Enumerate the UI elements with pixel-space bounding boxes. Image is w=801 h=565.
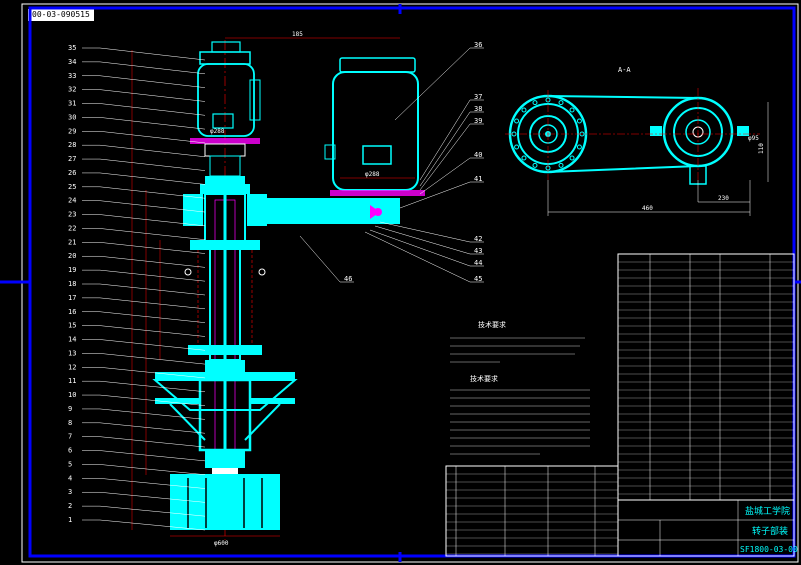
part-number-left: 26: [68, 169, 76, 177]
part-number-left: 31: [68, 100, 76, 108]
drawing-code: SF1800-03-00: [740, 545, 798, 554]
parts-list-right: [617, 253, 795, 501]
part-number-left: 32: [68, 86, 76, 94]
pulley-gap-dim: 230: [718, 195, 729, 202]
part-number-left: 8: [68, 419, 72, 427]
part-number-left: 9: [68, 405, 72, 413]
part-number-left: 35: [68, 44, 76, 52]
part-number-right: 41: [474, 175, 482, 183]
part-number-left: 12: [68, 363, 76, 371]
part-number-right: 38: [474, 105, 482, 113]
part-number-left: 20: [68, 252, 76, 260]
main-assembly: φ288 φ600: [68, 31, 400, 547]
part-number-left: 10: [68, 391, 76, 399]
part-number-left: 3: [68, 488, 72, 496]
tech-requirements-title: 技术要求: [478, 320, 506, 329]
part-number-left: 33: [68, 72, 76, 80]
motor-label-left: φ288: [210, 128, 225, 135]
part-number-right: 42: [474, 235, 482, 243]
part-number-left: 2: [68, 502, 72, 510]
small-pulley-dim: φ95: [748, 135, 759, 142]
part-number-left: 18: [68, 280, 76, 288]
belt-span-dim: 460: [642, 205, 653, 212]
part-number-right: 46: [344, 275, 352, 283]
header-tag: 00-03-090515: [28, 9, 94, 21]
tech-notes: 技术要求 技术要求: [450, 320, 590, 455]
inner-frame: [28, 6, 796, 558]
part-number-right: 43: [474, 247, 482, 255]
part-number-left: 5: [68, 460, 72, 468]
part-number-left: 27: [68, 155, 76, 163]
motor-dim: φ288: [365, 171, 380, 178]
top-dim: 185: [292, 31, 303, 38]
part-number-left: 29: [68, 127, 76, 135]
part-number-left: 19: [68, 266, 76, 274]
part-number-left: 28: [68, 141, 76, 149]
outer-border: [21, 3, 799, 563]
base-dim: φ600: [214, 540, 229, 547]
part-number-left: 14: [68, 336, 76, 344]
part-number-left: 24: [68, 197, 76, 205]
part-number-left: 11: [68, 377, 76, 385]
part-number-left: 17: [68, 294, 76, 302]
part-number-left: 16: [68, 308, 76, 316]
part-number-left: 1: [68, 516, 72, 524]
part-number-right: 40: [474, 151, 482, 159]
part-number-left: 30: [68, 113, 76, 121]
part-number-left: 6: [68, 447, 72, 455]
company-name: 盐城工学院: [745, 505, 790, 517]
install-notes-title: 技术要求: [470, 374, 498, 383]
part-number-left: 4: [68, 474, 72, 482]
part-number-right: 44: [474, 259, 482, 267]
part-number-left: 22: [68, 224, 76, 232]
part-number-left: 34: [68, 58, 76, 66]
part-number-right: 45: [474, 275, 482, 283]
part-number-left: 15: [68, 322, 76, 330]
parts-list-bottom: [445, 465, 619, 557]
part-number-right: 36: [474, 41, 482, 49]
part-number-left: 13: [68, 349, 76, 357]
title-block: 盐城工学院 转子部装 SF1800-03-00: [617, 499, 798, 557]
part-number-left: 21: [68, 238, 76, 246]
section-label: A-A: [618, 66, 631, 74]
belt-height-dim: 110: [758, 143, 765, 154]
support-arm: [253, 198, 400, 224]
part-number-right: 37: [474, 93, 482, 101]
drawing-name: 转子部装: [752, 525, 788, 537]
section-aa: A-A 460 230 110 φ95: [505, 66, 769, 216]
drive-motor: φ288: [324, 57, 425, 196]
part-number-left: 25: [68, 183, 76, 191]
part-number-left: 23: [68, 211, 76, 219]
part-number-left: 7: [68, 433, 72, 441]
part-number-right: 39: [474, 117, 482, 125]
